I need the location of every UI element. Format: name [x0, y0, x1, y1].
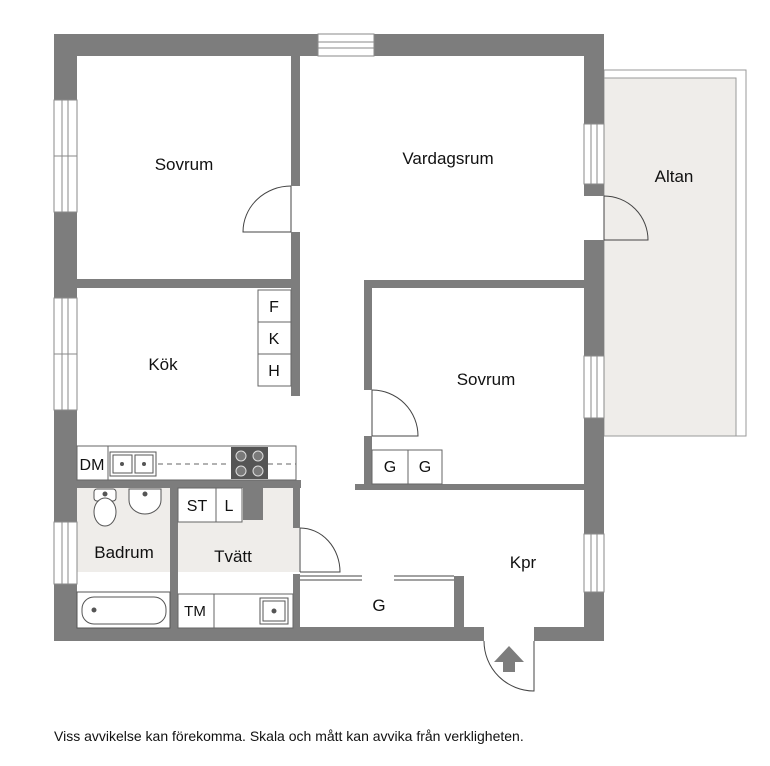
terrace-door-opening	[584, 196, 604, 240]
bedroom-wardrobes	[371, 449, 443, 485]
fixture-label-wardrobe-2: G	[419, 459, 431, 476]
fixture-label-linen-cabinet: L	[225, 498, 234, 515]
disclaimer-text: Viss avvikelse kan förekomma. Skala och …	[54, 728, 524, 744]
room-label-bathroom: Badrum	[94, 543, 154, 562]
room-label-living-room: Vardagsrum	[402, 149, 493, 168]
terrace	[603, 69, 747, 437]
fixture-label-dryer-cabinet: ST	[187, 498, 208, 515]
room-label-bedroom-2: Sovrum	[457, 370, 516, 389]
doors	[242, 185, 649, 692]
fixture-label-h: H	[268, 363, 280, 380]
toilet-icon	[93, 488, 117, 527]
fixture-label-wardrobe-1: G	[384, 459, 396, 476]
fridge-column	[257, 289, 292, 387]
utility-sink-icon	[259, 597, 289, 625]
fixture-label-dryer: TM	[184, 603, 206, 620]
room-label-laundry: Tvätt	[214, 547, 252, 566]
room-label-closet: Kpr	[510, 553, 537, 572]
fixture-label-freezer: F	[269, 299, 279, 316]
room-label-bedroom-1: Sovrum	[155, 155, 214, 174]
interior-walls	[77, 56, 584, 628]
bathtub-icon	[76, 591, 171, 629]
entrance-arrow-icon	[494, 646, 524, 672]
floor-plan: Sovrum Vardagsrum Altan Kök Sovrum Badru…	[53, 33, 747, 692]
room-label-wardrobe-hall: G	[372, 596, 385, 615]
room-label-terrace: Altan	[655, 167, 694, 186]
fixture-label-dishwasher: DM	[80, 457, 105, 474]
washbasin-icon	[128, 488, 162, 515]
room-label-kitchen: Kök	[148, 355, 178, 374]
kitchen-counter	[76, 445, 297, 481]
windows	[53, 33, 605, 593]
fixture-label-fridge: K	[269, 331, 280, 348]
